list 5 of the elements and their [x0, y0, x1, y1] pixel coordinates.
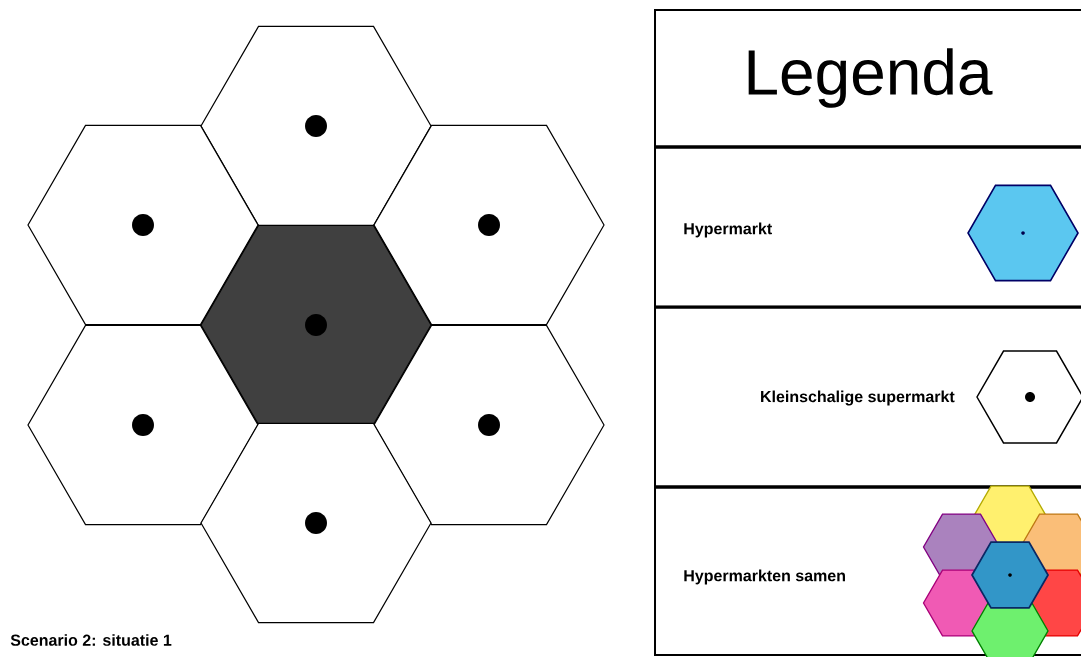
caption: Scenario 2: situatie 1: [10, 634, 172, 646]
legend-label: Kleinschalige supermarkt: [761, 390, 955, 406]
legend-label: Hypermarkt: [684, 222, 772, 238]
legend-title: Legenda: [748, 48, 993, 108]
legend-label: Hypermarkten samen: [684, 569, 845, 585]
